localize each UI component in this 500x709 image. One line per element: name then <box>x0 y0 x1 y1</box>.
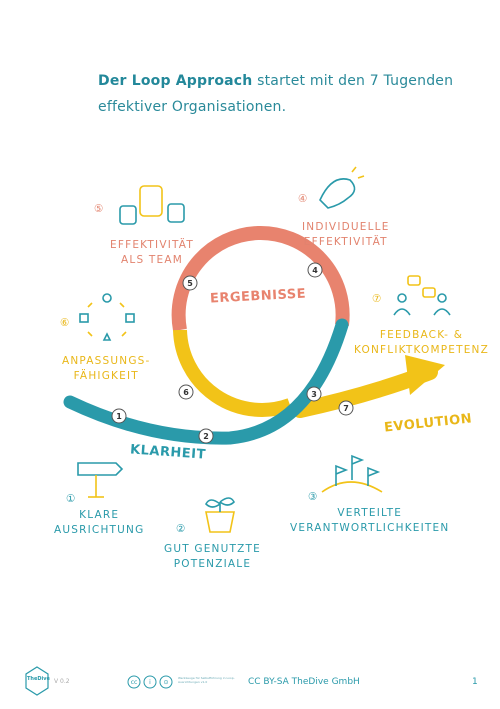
intro-text: Der Loop Approach startet mit den 7 Tuge… <box>98 68 478 120</box>
virtue-1-number: ① <box>66 493 77 505</box>
thedive-logo <box>25 666 49 696</box>
cycle-icon <box>79 293 135 341</box>
virtue-2-label: GUT GENUTZTE POTENZIALE <box>164 542 261 572</box>
footer-icon-glyphs: cc i ⊙ <box>131 679 169 686</box>
virtue-5-number: ⑤ <box>94 203 105 215</box>
license-text: CC BY-SA TheDive GmbH <box>248 677 360 687</box>
footer-small-text: Werkzeuge für Selbstführung in Loop-Ausr… <box>178 676 235 684</box>
loop-num-2: 2 <box>203 432 209 441</box>
virtue-6-number: ⑥ <box>60 317 71 329</box>
loop-num-5: 5 <box>187 279 193 288</box>
virtue-6-label: ANPASSUNGS- FÄHIGKEIT <box>62 354 151 384</box>
virtue-1-line1: KLARE <box>79 509 120 521</box>
virtue-3-line2: VERANTWORTLICHKEITEN <box>290 522 450 534</box>
virtue-7-line1: FEEDBACK- & <box>379 329 464 341</box>
svg-text:i: i <box>149 679 151 686</box>
plant-pot-icon <box>205 497 235 533</box>
loop-num-6: 6 <box>183 388 189 397</box>
virtue-2-line1: GUT GENUTZTE <box>164 543 261 555</box>
virtue-6-line2: FÄHIGKEIT <box>73 370 139 382</box>
virtue-7-label: FEEDBACK- & KONFLIKTKOMPETENZ <box>354 328 489 358</box>
loop-yellow-arc <box>173 329 293 417</box>
loop-num-1: 1 <box>116 412 122 421</box>
version-label: V 0.2 <box>54 678 70 685</box>
virtue-2-number: ② <box>176 523 187 535</box>
intro-bold: Der Loop Approach <box>98 73 253 89</box>
page-number: 1 <box>472 677 478 687</box>
virtue-1-line2: AUSRICHTUNG <box>54 524 145 536</box>
intro-rest: startet mit den 7 Tugenden effektiver Or… <box>98 73 454 115</box>
signpost-icon <box>77 462 124 498</box>
logo-text: TheDive <box>27 676 50 682</box>
virtue-4-line2: EFFEKTIVITÄT <box>303 236 388 248</box>
virtue-5-label: EFFEKTIVITÄT ALS TEAM <box>110 238 194 268</box>
virtue-7-line2: KONFLIKTKOMPETENZ <box>354 344 489 356</box>
virtue-3-line1: VERTEILTE <box>337 507 403 519</box>
virtue-1-label: KLARE AUSRICHTUNG <box>54 508 144 538</box>
virtue-4-number: ④ <box>298 193 309 205</box>
virtue-6-line1: ANPASSUNGS- <box>62 355 151 367</box>
virtue-3-label: VERTEILTE VERANTWORTLICHKEITEN <box>290 506 449 536</box>
feedback-people-icon <box>393 275 451 316</box>
loop-num-3: 3 <box>311 390 317 399</box>
cc-license-icons <box>127 675 173 689</box>
virtue-3-number: ③ <box>308 491 319 503</box>
virtue-5-line1: EFFEKTIVITÄT <box>110 239 194 251</box>
svg-text:cc: cc <box>131 679 138 686</box>
virtue-4-line1: INDIVIDUELLE <box>302 221 390 233</box>
virtue-4-label: INDIVIDUELLE EFFEKTIVITÄT <box>302 220 390 250</box>
virtue-7-number: ⑦ <box>372 293 383 305</box>
fists-icon <box>119 185 185 225</box>
evolution-arrowhead <box>405 355 445 395</box>
flags-icon <box>321 454 383 493</box>
flexed-arm-icon <box>319 166 365 209</box>
svg-text:⊙: ⊙ <box>163 679 168 686</box>
virtue-2-line2: POTENZIALE <box>173 558 252 570</box>
virtue-5-line2: ALS TEAM <box>121 254 183 266</box>
loop-salmon-arc <box>171 226 350 332</box>
loop-num-4: 4 <box>312 266 318 275</box>
loop-num-7: 7 <box>343 404 349 413</box>
